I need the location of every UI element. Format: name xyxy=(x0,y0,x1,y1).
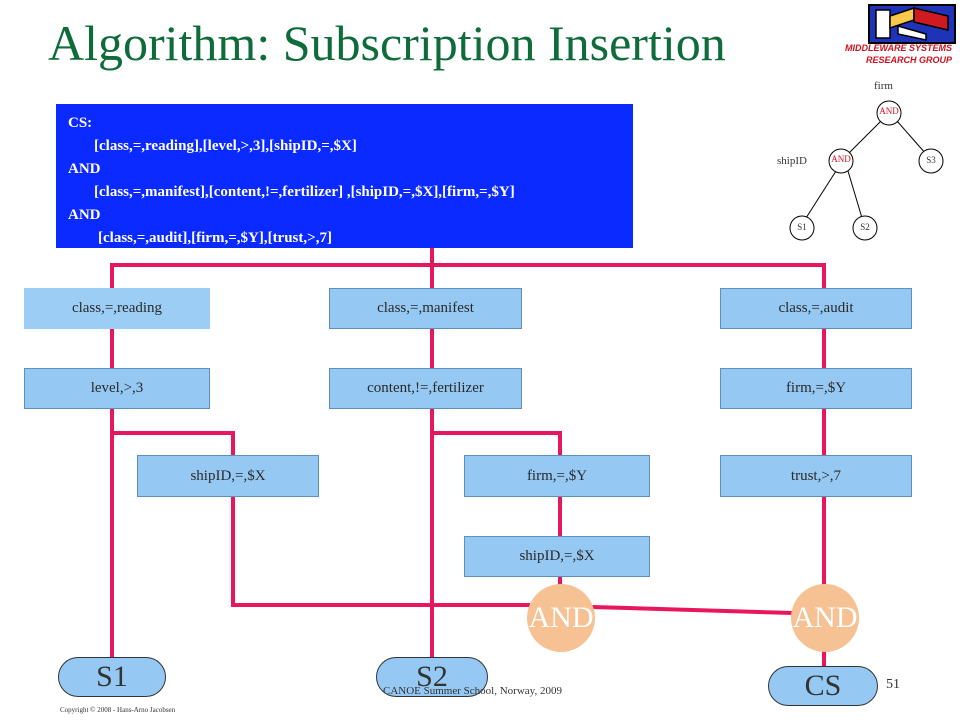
page-number: 51 xyxy=(886,677,900,692)
cs-line-reading: [class,=,reading],[level,>,3],[shipID,=,… xyxy=(94,138,357,154)
and-node-left: AND xyxy=(527,584,595,652)
node-level: level,>,3 xyxy=(24,368,210,409)
cs-line-audit: [class,=,audit],[firm,=,$Y],[trust,>,7] xyxy=(98,230,332,246)
cs-and-2: AND xyxy=(68,207,101,223)
mini-s1-label: S1 xyxy=(797,222,807,232)
mini-firm-label: firm xyxy=(874,80,893,92)
wire-root-bus xyxy=(110,263,826,288)
composite-subscription-box: CS: [class,=,reading],[level,>,3],[shipI… xyxy=(56,104,633,248)
mini-and-top-label: AND xyxy=(879,106,899,116)
group-name-line2: RESEARCH GROUP xyxy=(865,55,952,65)
cs-label: CS: xyxy=(68,115,93,131)
node-class-reading: class,=,reading xyxy=(24,288,210,329)
copyright-notice: Copyright © 2008 - Hans-Arno Jacobsen xyxy=(60,706,176,714)
subscription-cs: CS xyxy=(768,666,878,706)
wire-and-to-and xyxy=(590,604,794,616)
mini-s2-label: S2 xyxy=(860,222,870,232)
mini-s3-label: S3 xyxy=(926,155,936,165)
mini-s2 xyxy=(852,215,878,241)
node-shipid-manifest: shipID,=,$X xyxy=(464,536,650,577)
group-name: MIDDLEWARE SYSTEMS RESEARCH GROUP xyxy=(845,42,952,66)
mini-s1 xyxy=(789,215,815,241)
mini-shipid-label: shipID xyxy=(777,155,807,167)
slide-footer: CANOE Summer School, Norway, 2009 xyxy=(383,685,562,697)
cs-line-manifest: [class,=,manifest],[content,!=,fertilize… xyxy=(94,184,515,200)
slide-title: Algorithm: Subscription Insertion xyxy=(48,15,726,71)
node-firm-manifest: firm,=,$Y xyxy=(464,455,650,497)
msrg-logo-icon xyxy=(868,4,956,44)
wire-manifest-branch xyxy=(430,431,562,457)
mini-and-mid-label: AND xyxy=(831,154,851,164)
node-trust: trust,>,7 xyxy=(720,455,912,497)
cs-and-1: AND xyxy=(68,161,101,177)
mini-s3 xyxy=(918,148,944,174)
mini-and-mid xyxy=(828,148,854,174)
mini-and-top xyxy=(876,100,902,126)
group-name-line1: MIDDLEWARE SYSTEMS xyxy=(844,43,952,53)
subscription-s1: S1 xyxy=(58,657,166,697)
node-firm-audit: firm,=,$Y xyxy=(720,368,912,409)
node-class-audit: class,=,audit xyxy=(720,288,912,329)
wire-reading-branch xyxy=(110,431,235,457)
wire-shipid-x-to-and xyxy=(231,495,530,607)
node-content: content,!=,fertilizer xyxy=(329,368,522,409)
node-shipid-reading: shipID,=,$X xyxy=(137,455,319,497)
node-class-manifest: class,=,manifest xyxy=(329,288,522,329)
and-node-right: AND xyxy=(791,584,859,652)
subscription-s2: S2 xyxy=(376,657,488,697)
